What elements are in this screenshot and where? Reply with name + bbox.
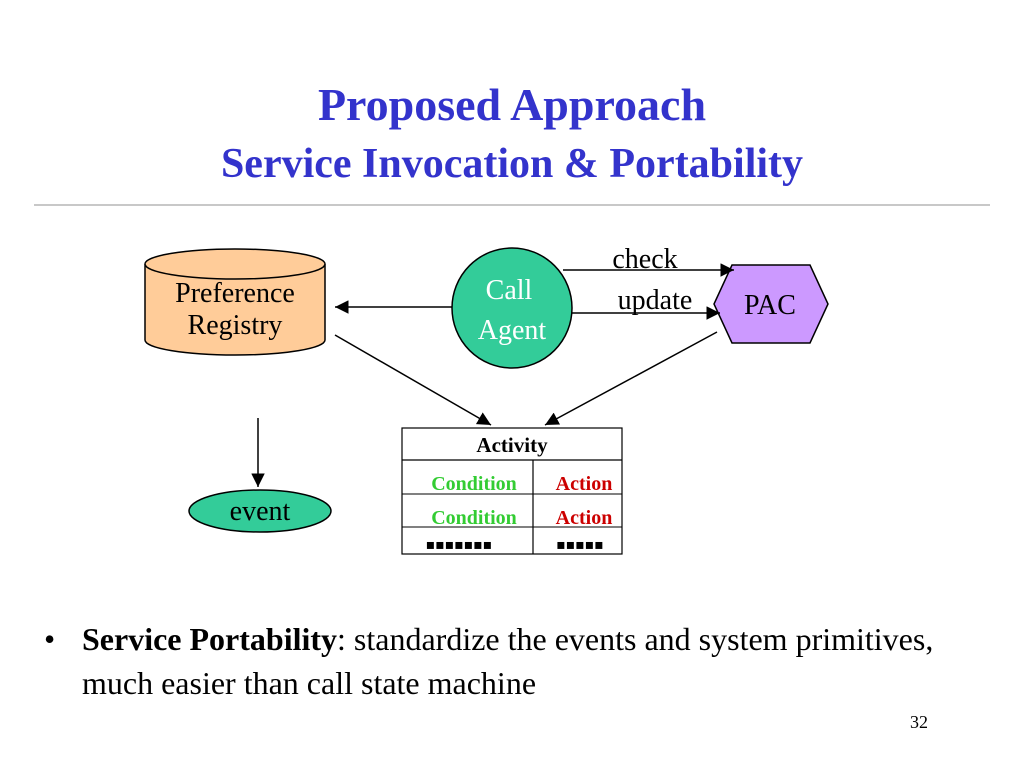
title-divider	[34, 204, 990, 206]
pac-hexagon: PAC	[713, 264, 829, 344]
call-agent-label-line2: Agent	[478, 315, 547, 346]
page-number: 32	[910, 712, 928, 732]
slide-subtitle: Service Invocation & Portability	[220, 141, 804, 187]
call-agent-node: Call Agent	[451, 247, 573, 369]
update-label: update	[618, 285, 693, 316]
ellipsis-right: ▪▪▪▪▪	[556, 537, 603, 553]
bullet-dot: •	[44, 621, 56, 657]
condition-cell-1: Condition	[431, 473, 517, 495]
activity-header: Activity	[476, 433, 548, 457]
architecture-diagram: Preference Registry Call Agent PAC check…	[144, 244, 829, 555]
preference-registry-label-line2: Registry	[188, 310, 283, 341]
preference-registry-label-line1: Preference	[175, 278, 295, 309]
call-agent-label-line1: Call	[486, 275, 533, 306]
pac-to-activity-arrow	[544, 331, 718, 426]
bullet-text: Service Portability: standardize the eve…	[82, 617, 982, 705]
action-cell-2: Action	[556, 507, 613, 529]
bullet-rest: : standardize the events and system prim…	[82, 621, 934, 701]
action-cell-1: Action	[556, 473, 613, 495]
event-label: event	[230, 496, 291, 527]
event-node: event	[188, 489, 332, 533]
slide-title: Proposed Approach	[317, 79, 707, 130]
preference-registry-cylinder: Preference Registry	[144, 248, 326, 356]
condition-cell-2: Condition	[431, 507, 517, 529]
ellipsis-left: ▪▪▪▪▪▪▪	[426, 537, 492, 553]
pac-label: PAC	[744, 290, 796, 321]
activity-table: Activity Condition Action Condition Acti…	[401, 427, 623, 555]
bullet-bold: Service Portability	[82, 621, 338, 657]
registry-to-activity-arrow	[334, 334, 492, 426]
